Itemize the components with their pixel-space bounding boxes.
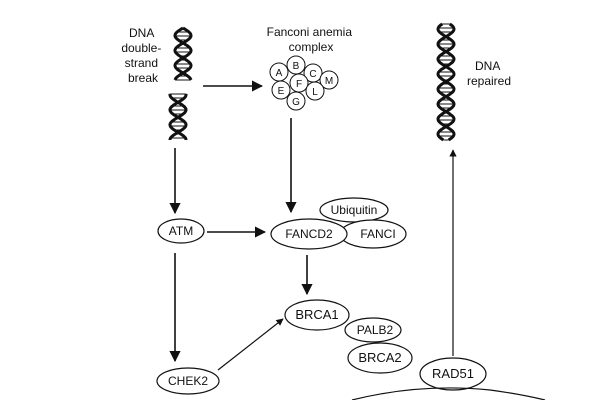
svg-text:A: A: [276, 68, 283, 79]
svg-text:E: E: [278, 86, 285, 97]
svg-text:G: G: [292, 97, 300, 108]
ubiquitin-label: Ubiquitin: [331, 203, 378, 217]
atm-label: ATM: [169, 224, 193, 238]
brca1-label: BRCA1: [295, 307, 338, 322]
dna-repaired-label-line-2: repaired: [467, 74, 511, 88]
dsb-label: DNA double- strand break: [121, 26, 164, 85]
chek2-label: CHEK2: [168, 374, 208, 388]
fa-complex-label-line-2: complex: [289, 40, 334, 54]
svg-text:B: B: [293, 61, 300, 72]
fanci-node: FANCI: [339, 219, 407, 249]
fa-subunit-e: E: [271, 80, 291, 100]
fa-core-complex: A B C M E F L G: [269, 55, 339, 111]
fancd2-node: FANCD2: [270, 218, 348, 250]
dsb-label-line-3: strand: [125, 56, 158, 70]
fa-subunit-f: F: [289, 73, 309, 93]
dsb-label-line-2: double-: [121, 41, 161, 55]
palb2-node: PALB2: [344, 317, 402, 343]
dna-double-strand-break-helix-bottom-icon: [168, 93, 188, 140]
brca1-node: BRCA1: [284, 299, 350, 331]
fanci-label: FANCI: [360, 227, 395, 241]
atm-node: ATM: [157, 218, 205, 244]
fa-subunit-b: B: [286, 55, 306, 75]
svg-text:C: C: [309, 69, 316, 80]
arrow-chek2-to-brca1: [217, 318, 284, 371]
svg-text:M: M: [325, 76, 333, 87]
rad51-label: RAD51: [432, 366, 474, 381]
fa-subunit-a: A: [269, 62, 289, 82]
svg-text:F: F: [296, 79, 302, 90]
palb2-label: PALB2: [357, 323, 394, 337]
dsb-label-line-1: DNA: [129, 26, 154, 40]
dna-double-strand-break-helix-top-icon: [173, 26, 193, 81]
brca2-node: BRCA2: [347, 342, 413, 374]
ubiquitin-node: Ubiquitin: [319, 197, 389, 223]
dna-repaired-helix-icon: [436, 22, 456, 142]
fa-complex-label: Fanconi anemia complex: [267, 25, 356, 54]
svg-text:L: L: [312, 87, 318, 98]
fa-subunit-l: L: [305, 81, 325, 101]
dsb-label-line-4: break: [128, 71, 159, 85]
fa-subunit-g: G: [286, 91, 306, 111]
fa-complex-label-line-1: Fanconi anemia: [267, 25, 353, 39]
chek2-node: CHEK2: [156, 367, 220, 395]
dna-repaired-label: DNA repaired: [467, 59, 511, 88]
fa-subunit-m: M: [319, 70, 339, 90]
rad51-node: RAD51: [419, 357, 487, 391]
bottom-partial-curve: [351, 387, 546, 400]
dna-repaired-label-line-1: DNA: [475, 59, 500, 73]
fancd2-label: FANCD2: [285, 227, 333, 241]
brca2-label: BRCA2: [358, 350, 401, 365]
